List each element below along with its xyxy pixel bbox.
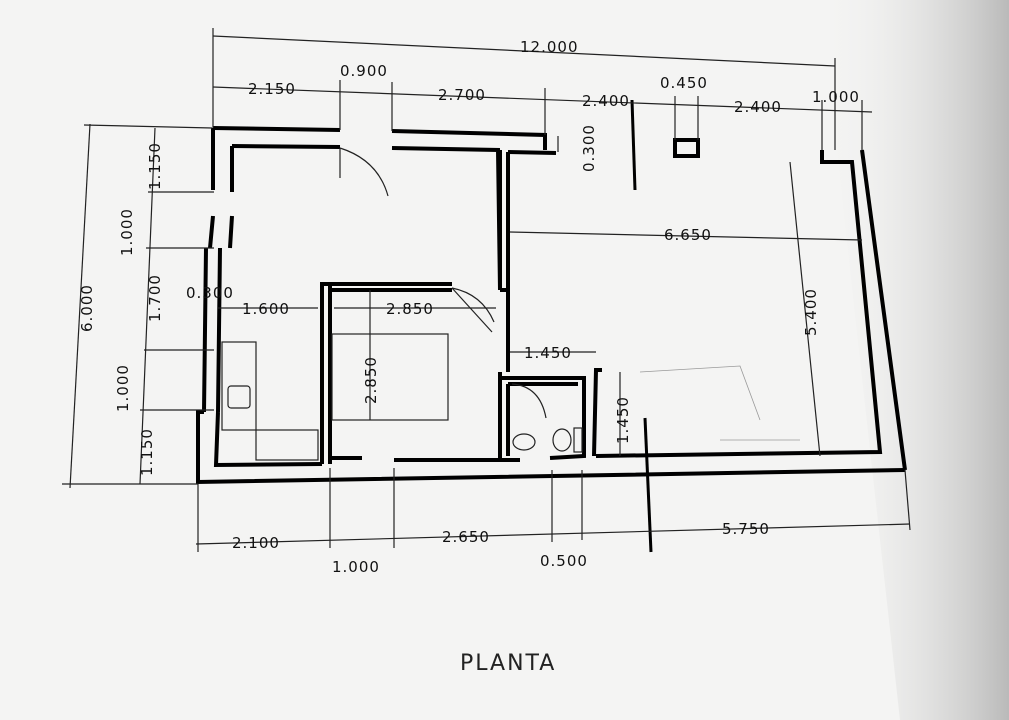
walls [196,126,907,485]
dim-left-2: 1.000 [118,208,136,256]
drawing-title: PLANTA [460,651,556,676]
wall-bathroom-inner [506,382,578,456]
marker-line-bottom [643,417,653,553]
furniture [221,99,800,553]
dim-living-width: 6.650 [664,226,712,244]
wall-inner-left [213,146,323,468]
dim-bottom-5: 5.750 [722,520,770,538]
dim-bottom-1: 2.100 [232,534,280,552]
wall-living-top-stub [507,150,557,155]
dim-living-depth: 5.400 [802,288,820,336]
wall-bedroom [320,282,452,464]
bed [331,333,449,421]
door-swing-bedroom [451,287,495,323]
dim-left-3: 1.700 [146,274,164,322]
dim-top-4: 2.400 [582,92,630,110]
doors [339,147,547,419]
dim-top-2: 0.900 [340,62,388,80]
toilet [552,428,572,452]
dim-left-1: 1.150 [146,142,164,190]
wall-living-left [498,150,510,290]
dim-bottom-4: 0.500 [540,552,588,570]
dim-bottom-2: 1.000 [332,558,380,576]
washbasin [512,433,536,451]
column [673,138,700,158]
door-swing-bath [511,383,547,419]
sink [227,385,251,409]
wall-outer-left-bottom [196,128,906,485]
dim-bath-depth: 1.450 [614,396,632,444]
dim-bottom-3: 2.650 [442,528,490,546]
dim-bedroom-depth: 2.850 [362,356,380,404]
kitchen-counter [221,341,257,431]
dimension-labels: 12.000 2.150 0.900 2.700 2.400 0.450 2.4… [78,38,860,576]
dim-left-4: 1.000 [114,364,132,412]
dim-bath-width: 1.450 [524,344,572,362]
dim-left-5: 1.150 [138,428,156,476]
counter-return [255,429,319,461]
marker-line-top [630,99,637,191]
wall-living-outer [595,149,907,471]
dim-left-total: 6.000 [78,284,96,332]
wall-bathroom [500,376,586,462]
paper-shadow [820,0,1009,720]
dim-bedroom-width: 2.850 [386,300,434,318]
toilet-tank [573,427,583,453]
dim-top-depth: 0.300 [580,124,598,172]
door-swing-main [339,147,389,197]
dim-top-7: 1.000 [812,88,860,106]
dim-top-3: 2.700 [438,86,486,104]
dim-top-5: 0.450 [660,74,708,92]
dim-top-1: 2.150 [248,80,296,98]
door-leaf-bedroom [451,287,493,333]
dim-window-depth: 0.300 [186,284,234,302]
dim-kitchen-width: 1.600 [242,300,290,318]
wall-living-bath [592,368,602,457]
dim-overall-width: 12.000 [520,38,579,56]
sketch-lines [639,365,800,441]
dim-top-6: 2.400 [734,98,782,116]
wall-partition [498,288,510,380]
dimension-lines [62,28,911,552]
wall-inner-top [231,144,502,291]
